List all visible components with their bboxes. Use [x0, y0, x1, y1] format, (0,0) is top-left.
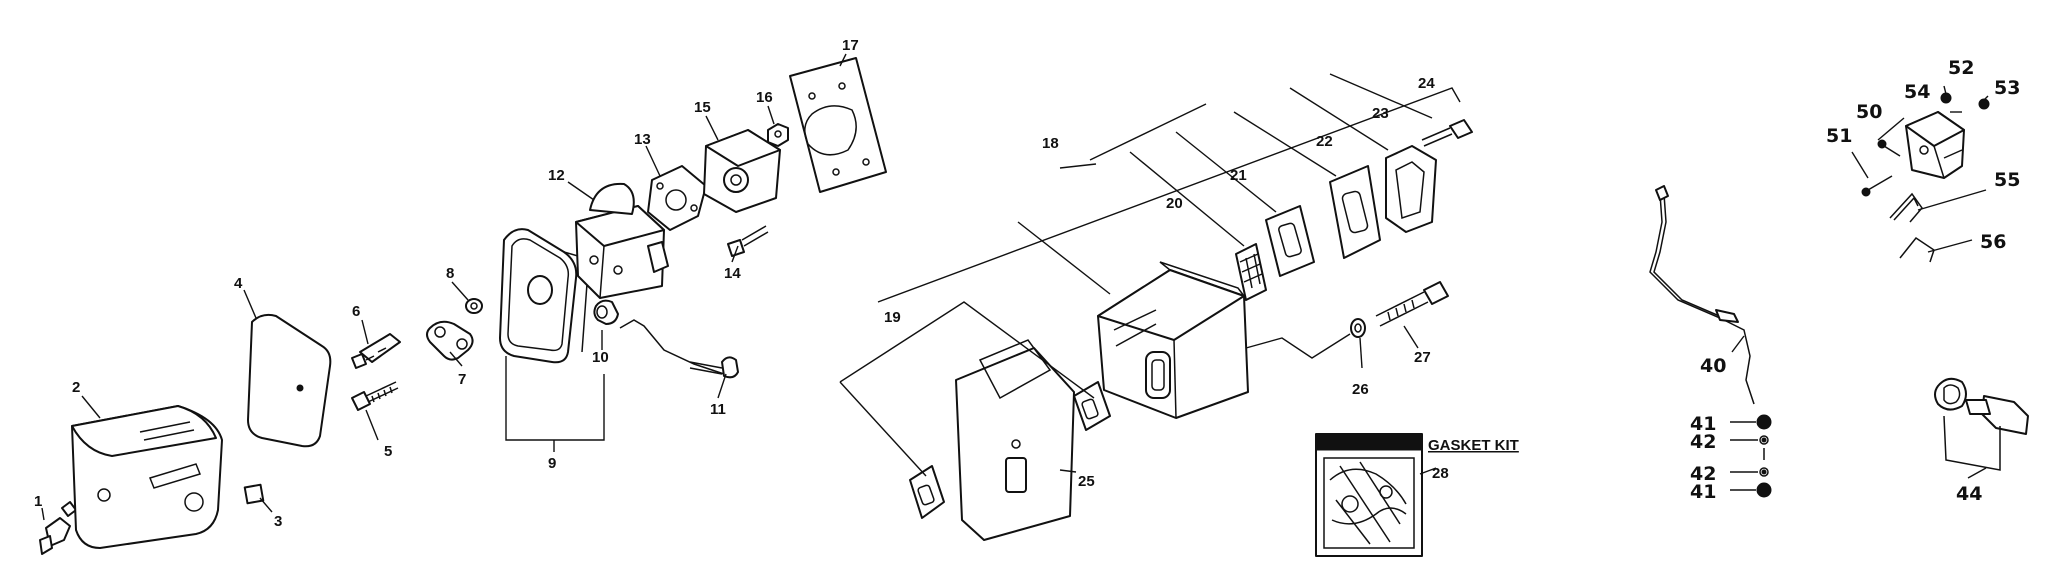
gasket-kit-title: GASKET KIT: [1428, 437, 1519, 454]
label-13: 13: [634, 131, 651, 148]
part-2-filter-cover: [71, 405, 223, 549]
part-50-screw: [1877, 139, 1901, 157]
label-28: 28: [1432, 465, 1449, 482]
label-22: 22: [1316, 133, 1333, 150]
part-28-gasket-kit: [1315, 433, 1423, 557]
label-19: 19: [884, 309, 901, 326]
label-51: 51: [1826, 125, 1852, 147]
label-42-top: 42: [1690, 431, 1716, 453]
part-21-gasket: [1265, 205, 1315, 277]
label-40: 40: [1700, 355, 1726, 377]
part-1-wing-nut: [39, 501, 77, 555]
part-51-screw: [1861, 175, 1893, 197]
part-8-washer: [465, 298, 483, 314]
part-4-filter-element: [247, 313, 332, 448]
label-20: 20: [1166, 195, 1183, 212]
callout-labels: 1 2 3 4 5 6 7 8 9 10 11 12 13 14 15 16 1…: [34, 37, 2020, 530]
part-9-filter-base: [499, 228, 589, 364]
part-12-carburetor: [575, 182, 669, 299]
part-52-nut: [1940, 92, 1952, 104]
part-7-plate: [426, 320, 474, 361]
part-27-long-bolt: [1375, 281, 1449, 327]
part-15-intake: [703, 129, 781, 213]
label-7: 7: [458, 371, 466, 388]
part-56-wire: [1899, 236, 1935, 263]
part-54-cover-block: [1905, 111, 1965, 179]
label-1: 1: [34, 493, 42, 510]
label-11: 11: [710, 401, 726, 418]
part-24-bolt: [1421, 119, 1473, 147]
label-24: 24: [1418, 75, 1435, 92]
label-8: 8: [446, 265, 454, 282]
label-41-top: 41: [1690, 413, 1716, 435]
label-5: 5: [384, 443, 392, 460]
label-10: 10: [592, 349, 609, 366]
label-56: 56: [1980, 231, 2006, 253]
label-9: 9: [548, 455, 556, 472]
label-44: 44: [1956, 483, 1982, 505]
label-18: 18: [1042, 135, 1059, 152]
part-22-plate: [1329, 165, 1381, 259]
part-6-bracket: [351, 333, 401, 369]
label-14: 14: [724, 265, 741, 282]
part-19-gasket-left: [909, 465, 945, 519]
label-27: 27: [1414, 349, 1431, 366]
part-19-gasket-right: [1073, 381, 1111, 431]
label-26: 26: [1352, 381, 1369, 398]
part-16-nut: [767, 123, 789, 147]
label-3: 3: [274, 513, 282, 530]
part-55-clip: [1889, 192, 1923, 223]
part-14-screw: [727, 225, 769, 257]
label-42-bottom: 42: [1690, 463, 1716, 485]
part-23-cover: [1385, 145, 1437, 233]
part-40-cable: [1649, 185, 1755, 405]
label-12: 12: [548, 167, 565, 184]
part-3-square: [243, 483, 265, 505]
label-53: 53: [1994, 77, 2020, 99]
label-4: 4: [234, 275, 243, 292]
leader-lines: [41, 53, 1989, 521]
part-41-42-stack: [1756, 414, 1772, 498]
label-15: 15: [694, 99, 711, 116]
part-44-valve: [1934, 377, 2029, 471]
part-5-screw: [351, 381, 399, 411]
label-16: 16: [756, 89, 773, 106]
label-50: 50: [1856, 101, 1882, 123]
label-23: 23: [1372, 105, 1389, 122]
part-10-grommet: [593, 299, 619, 325]
part-26-washer: [1350, 318, 1366, 338]
part-13-gasket: [647, 165, 707, 231]
label-52: 52: [1948, 57, 1974, 79]
label-41-bottom: 41: [1690, 481, 1716, 503]
part-25-heat-shield: [955, 339, 1075, 541]
label-17: 17: [842, 37, 859, 54]
label-6: 6: [352, 303, 360, 320]
label-25: 25: [1078, 473, 1095, 490]
label-54: 54: [1904, 81, 1930, 103]
part-17-large-gasket: [789, 57, 887, 193]
part-53-nut: [1978, 98, 1990, 110]
muffler-body: [1097, 261, 1249, 419]
part-11-choke-rod: [619, 319, 739, 379]
label-21: 21: [1230, 167, 1247, 184]
label-2: 2: [72, 379, 80, 396]
part-20-screen: [1235, 243, 1267, 301]
label-55: 55: [1994, 169, 2020, 191]
